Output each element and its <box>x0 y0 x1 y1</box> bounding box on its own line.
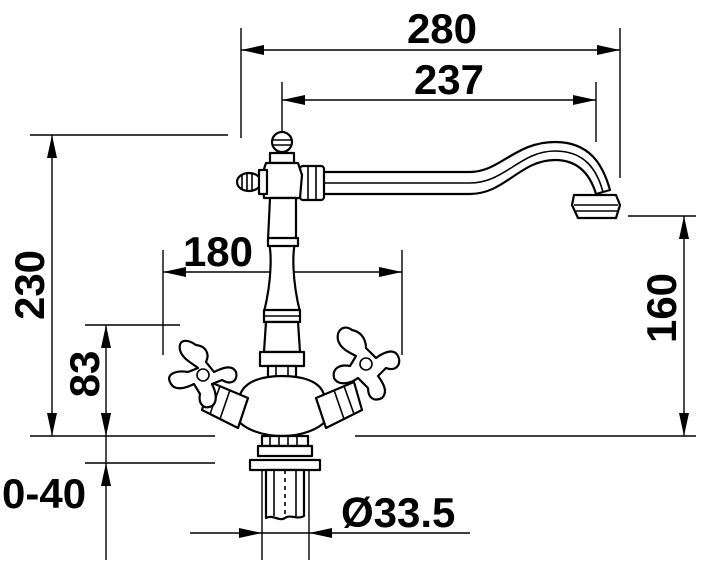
aerator <box>570 193 622 220</box>
dimension-spout-reach: 237 <box>282 56 596 105</box>
side-knob <box>235 171 263 193</box>
dimension-total-height: 230 <box>6 135 57 436</box>
label-total-height: 230 <box>6 250 53 320</box>
mounting-nut <box>248 458 322 472</box>
label-hole-diameter: Ø33.5 <box>341 489 455 536</box>
label-spout-height: 160 <box>638 273 685 343</box>
base-flange <box>260 434 310 448</box>
top-finial <box>270 130 294 154</box>
dimension-spout-height: 160 <box>638 216 689 436</box>
column <box>262 196 302 314</box>
dimension-overall-reach: 280 <box>241 5 620 55</box>
right-cross-handle <box>332 326 401 401</box>
left-cross-handle <box>168 339 238 409</box>
dimension-deck-thickness: 0-40 <box>2 413 111 560</box>
label-handle-span: 180 <box>183 228 253 275</box>
label-overall-reach: 280 <box>407 5 477 52</box>
label-handle-height: 83 <box>61 351 108 398</box>
dimension-hole-diameter: Ø33.5 <box>190 489 470 538</box>
extension-lines <box>30 28 696 560</box>
spout <box>320 140 612 196</box>
mixer-body <box>234 374 330 438</box>
faucet-outline <box>168 130 622 521</box>
label-deck-thickness: 0-40 <box>2 470 86 517</box>
label-spout-reach: 237 <box>414 56 484 103</box>
